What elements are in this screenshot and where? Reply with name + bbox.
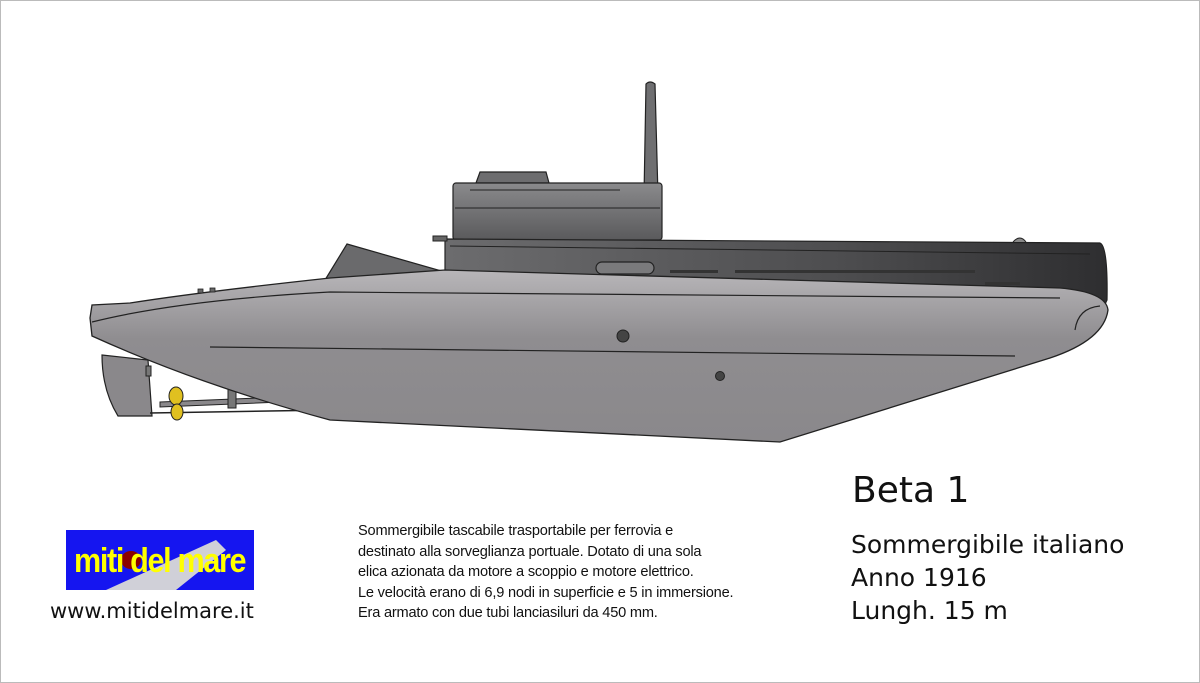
website-url[interactable]: www.mitidelmare.it <box>50 599 254 623</box>
propeller-icon <box>168 386 184 421</box>
spec-year: Anno 1916 <box>851 563 987 592</box>
hull <box>89 269 1109 443</box>
porthole <box>616 329 630 343</box>
description-line: destinato alla sorveglianza portuale. Do… <box>358 543 702 560</box>
spec-type: Sommergibile italiano <box>851 530 1125 559</box>
description-line: Le velocità erano di 6,9 nodi in superfi… <box>358 584 734 601</box>
description-line: elica azionata da motore a scoppio e mot… <box>358 564 694 580</box>
spec-length: Lungh. 15 m <box>851 596 1008 625</box>
submarine-name: Beta 1 <box>852 470 970 511</box>
logo: miti del mare <box>66 530 254 590</box>
conning-tower-top <box>475 171 550 184</box>
description-line: Era armato con due tubi lanciasiluri da … <box>358 605 658 621</box>
hatch <box>595 261 655 275</box>
logo-sail-icon <box>106 540 226 590</box>
periscope-mast <box>643 81 659 197</box>
conning-tower <box>452 182 663 241</box>
logo-text: miti del mare <box>74 542 247 580</box>
description: Sommergibile tascabile trasportabile per… <box>358 521 734 624</box>
rudder <box>101 354 153 417</box>
description-line: Sommergibile tascabile trasportabile per… <box>358 523 674 539</box>
vent-holes <box>670 270 1020 285</box>
porthole <box>715 371 725 381</box>
